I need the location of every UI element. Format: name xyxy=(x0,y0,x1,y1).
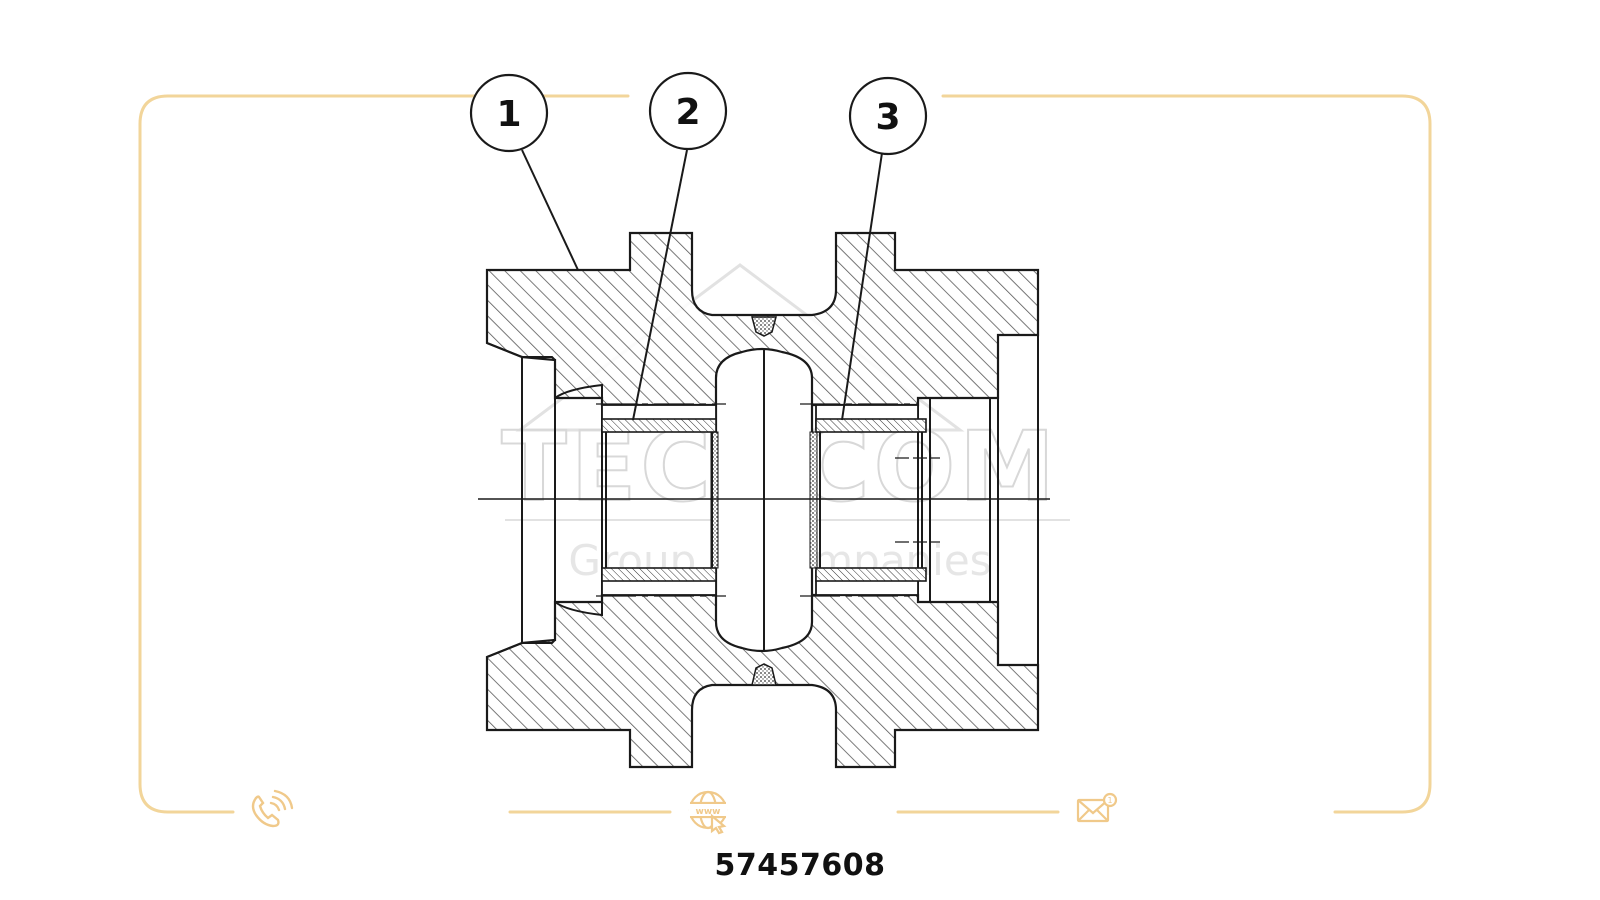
construction-lines xyxy=(596,403,940,597)
part-number: 57457608 xyxy=(714,848,886,883)
phone-icon[interactable] xyxy=(251,789,294,828)
callout-3-label: 3 xyxy=(875,97,900,138)
callout-3: 3 xyxy=(848,76,928,156)
web-icon[interactable]: www xyxy=(688,790,728,835)
mail-badge-count: 1 xyxy=(1107,796,1112,805)
mail-icon[interactable]: 1 xyxy=(1076,792,1118,823)
right-bore xyxy=(917,334,1039,666)
svg-text:www: www xyxy=(696,807,721,817)
weld-mark-bottom xyxy=(751,663,777,686)
callout-1: 1 xyxy=(469,73,549,153)
callout-1-label: 1 xyxy=(496,94,521,135)
left-bushing xyxy=(601,404,717,596)
center-collar xyxy=(710,347,818,653)
right-bushing xyxy=(815,404,927,596)
callout-2: 2 xyxy=(648,71,728,151)
frame-border xyxy=(138,94,1432,814)
callout-2-label: 2 xyxy=(675,92,700,133)
left-bore xyxy=(486,342,603,658)
weld-mark-top xyxy=(751,316,777,337)
callout-leaders xyxy=(521,149,883,421)
